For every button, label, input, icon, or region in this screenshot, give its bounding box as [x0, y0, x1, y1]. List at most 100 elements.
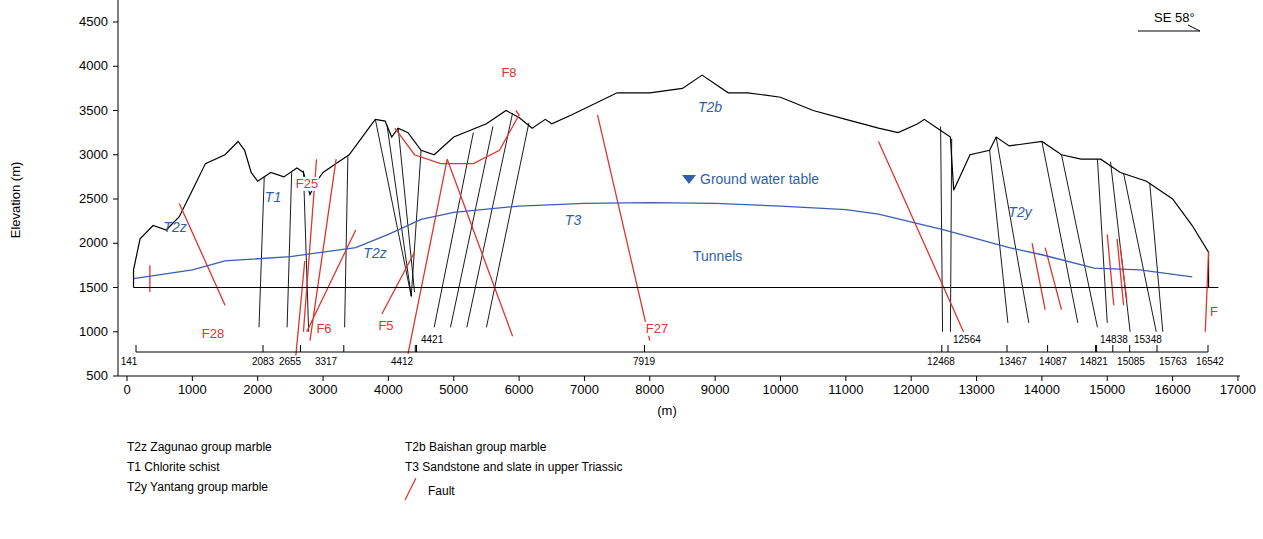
station-number: 4412	[390, 356, 414, 367]
rock-unit-label: T1	[264, 190, 282, 205]
fault-label: F8	[500, 66, 517, 80]
axis-tick	[113, 66, 118, 67]
water-table-label: Ground water table	[699, 172, 820, 187]
rock-unit-label: T3	[564, 213, 582, 228]
rock-unit-label: T2b	[697, 100, 723, 115]
axis-tick	[388, 376, 389, 381]
fault-label: F	[1209, 305, 1219, 319]
axis-tick	[976, 376, 977, 381]
axis-tick-label: 0	[122, 383, 131, 397]
axis-tick-label: 4000	[78, 59, 109, 73]
axis-tick	[780, 376, 781, 381]
station-number: 16542	[1195, 356, 1225, 367]
axis-tick-label: 4000	[373, 383, 404, 397]
water-table-marker	[682, 175, 696, 184]
axis-tick	[584, 376, 585, 381]
axis-tick	[453, 376, 454, 381]
axis-tick-label: 1500	[78, 280, 109, 294]
direction-arrow	[1138, 25, 1200, 31]
axis-tick	[1172, 376, 1173, 381]
axis-tick	[323, 376, 324, 381]
rock-unit-label: T2z	[362, 246, 387, 261]
legend-entry: T2z Zagunao group marble	[127, 441, 272, 454]
axis-tick	[113, 376, 118, 377]
rock-unit-label: T2y	[1007, 205, 1032, 220]
legend-entry: T3 Sandstone and slate in upper Triassic	[405, 461, 622, 474]
axis-tick-label: 17000	[1219, 383, 1257, 397]
axis-tick	[113, 110, 118, 111]
axis-tick-label: 4500	[78, 15, 109, 29]
station-number: 7919	[632, 356, 656, 367]
direction-label: SE 58°	[1153, 11, 1196, 25]
axis-tick-label: 13000	[957, 383, 995, 397]
station-number: 15763	[1158, 356, 1188, 367]
axis-tick-label: 2500	[78, 192, 109, 206]
legend-entry: T2y Yantang group marble	[127, 481, 268, 494]
axis-tick-label: 3000	[308, 383, 339, 397]
axis-tick-label: 3500	[78, 103, 109, 117]
axis-tick	[113, 243, 118, 244]
legend-entry: T2b Baishan group marble	[405, 441, 546, 454]
axis-tick	[1041, 376, 1042, 381]
axis-tick	[113, 199, 118, 200]
station-baseline	[136, 345, 1208, 352]
station-number: 14838	[1099, 334, 1129, 345]
axis-tick-label: 9000	[700, 383, 731, 397]
axis-tick-label: 2000	[78, 236, 109, 250]
axis-tick-label: 16000	[1154, 383, 1192, 397]
axis-tick	[257, 376, 258, 381]
station-number: 141	[120, 356, 139, 367]
station-number: 13467	[998, 356, 1028, 367]
terrain-profile	[134, 75, 1209, 287]
legend-entry: Fault	[428, 485, 455, 498]
axis-tick-label: 15000	[1088, 383, 1126, 397]
station-number: 14087	[1038, 356, 1068, 367]
axis-tick-label: 6000	[504, 383, 535, 397]
axis-tick	[113, 331, 118, 332]
station-number: 3317	[314, 356, 338, 367]
legend-entry: T1 Chlorite schist	[127, 461, 220, 474]
tunnel-line	[134, 287, 1219, 288]
axis-tick-label: 8000	[634, 383, 665, 397]
axis-tick-label: 1000	[177, 383, 208, 397]
station-number: 12468	[926, 356, 956, 367]
fault-legend-sample	[405, 478, 416, 500]
fault-label: F27	[645, 322, 669, 336]
rock-unit-label: T2z	[162, 220, 187, 235]
axis-ticks	[113, 22, 1238, 381]
axis-tick-label: 12000	[892, 383, 930, 397]
axis-tick-label: 3000	[78, 148, 109, 162]
station-number: 12564	[952, 334, 982, 345]
ground-water-table	[134, 203, 1193, 279]
station-number: 4421	[420, 334, 444, 345]
fault-line	[150, 110, 1209, 358]
axis-tick	[113, 287, 118, 288]
axis-tick-label: 5000	[438, 383, 469, 397]
axis-tick	[113, 22, 118, 23]
axis-line	[118, 0, 1240, 376]
fault-label: F5	[377, 319, 394, 333]
station-number: 15085	[1116, 356, 1146, 367]
station-number: 15348	[1133, 334, 1163, 345]
rock-boundary	[259, 113, 1163, 332]
axis-tick	[113, 154, 118, 155]
axis-tick	[715, 376, 716, 381]
axis-tick	[1237, 376, 1238, 381]
tunnel-label: Tunnels	[692, 249, 743, 264]
axis-tick	[1107, 376, 1108, 381]
axis-tick-label: 500	[85, 369, 109, 383]
fault-label: F28	[201, 327, 225, 341]
axis-tick-label: 14000	[1023, 383, 1061, 397]
station-number: 14821	[1079, 356, 1109, 367]
axis-tick-label: 10000	[761, 383, 799, 397]
axis-tick	[845, 376, 846, 381]
fault-label: F25	[295, 177, 319, 191]
station-number: 2655	[278, 356, 302, 367]
axis-tick-label: 2000	[242, 383, 273, 397]
axis-tick-label: 7000	[569, 383, 600, 397]
fault-label: F6	[315, 322, 332, 336]
axis-tick	[911, 376, 912, 381]
axis-tick-label: 11000	[827, 383, 864, 397]
